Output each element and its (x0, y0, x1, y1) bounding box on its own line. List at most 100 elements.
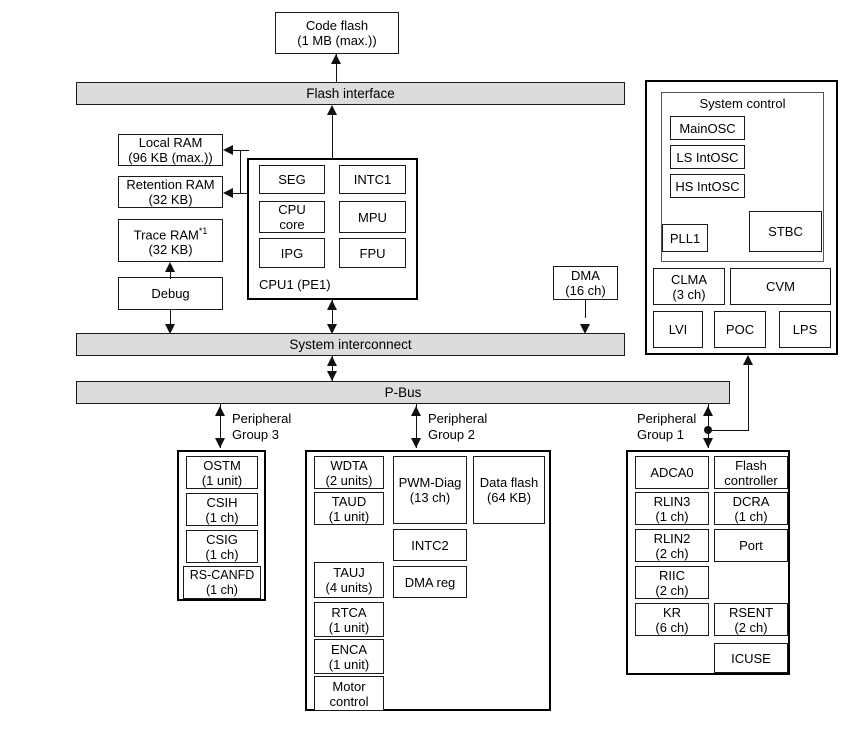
block-code-flash-line2: (1 MB (max.)) (297, 33, 377, 48)
block-enca[interactable]: ENCA (1 unit) (314, 639, 384, 674)
bus-flash-interface[interactable]: Flash interface (76, 82, 625, 105)
block-riic-line1: RIIC (659, 567, 685, 583)
arrowhead-down-group3 (215, 438, 225, 448)
block-rtca-line2: (1 unit) (328, 619, 370, 635)
block-cvm[interactable]: CVM (730, 268, 831, 305)
block-debug-line1: Debug (151, 286, 190, 301)
arrowhead-up-flash-interface (327, 105, 337, 115)
block-mpu[interactable]: MPU (339, 201, 406, 233)
block-ostm-line2: (1 unit) (201, 472, 243, 488)
block-wdta[interactable]: WDTA (2 units) (314, 456, 384, 489)
block-ls-intosc[interactable]: LS IntOSC (670, 145, 745, 169)
connector-system-interconnect-to-pbus (332, 356, 333, 381)
block-pwm-diag[interactable]: PWM-Diag (13 ch) (393, 456, 467, 524)
block-data-flash[interactable]: Data flash (64 KB) (473, 456, 545, 524)
block-lvi[interactable]: LVI (653, 311, 703, 348)
arrowhead-down-group1 (703, 438, 713, 448)
block-adca0-label: ADCA0 (650, 465, 694, 480)
block-local-ram[interactable]: Local RAM (96 KB (max.)) (118, 134, 223, 166)
block-rsent[interactable]: RSENT (2 ch) (714, 603, 788, 636)
block-rlin2-line1: RLIN2 (653, 530, 691, 546)
block-port-label: Port (739, 538, 763, 553)
block-local-ram-line1: Local RAM (138, 135, 203, 150)
block-mpu-label: MPU (358, 209, 387, 225)
connector-cpu-ram-stub-mid (233, 193, 249, 194)
block-riic[interactable]: RIIC (2 ch) (635, 566, 709, 599)
block-tauj-line2: (4 units) (325, 580, 373, 595)
block-pwm-diag-line2: (13 ch) (409, 490, 451, 505)
label-peripheral-group-2-line1: Peripheral (428, 411, 488, 426)
block-tauj[interactable]: TAUJ (4 units) (314, 562, 384, 598)
block-rs-canfd[interactable]: RS-CANFD (1 ch) (183, 566, 261, 599)
block-rtca[interactable]: RTCA (1 unit) (314, 602, 384, 637)
block-seg[interactable]: SEG (259, 165, 325, 194)
block-ipg[interactable]: IPG (259, 238, 325, 268)
bus-p-bus[interactable]: P-Bus (76, 381, 730, 404)
arrowhead-left-local-ram (223, 145, 233, 155)
block-clma-line2: (3 ch) (672, 286, 706, 302)
block-trace-ram-line2: (32 KB) (148, 242, 193, 258)
block-retention-ram[interactable]: Retention RAM (32 KB) (118, 176, 223, 208)
block-intc1[interactable]: INTC1 (339, 165, 406, 194)
block-adca0[interactable]: ADCA0 (635, 456, 709, 489)
connector-syscontrol-riser (748, 365, 749, 430)
bus-system-interconnect[interactable]: System interconnect (76, 333, 625, 356)
block-csih[interactable]: CSIH (1 ch) (186, 493, 258, 526)
block-csih-line2: (1 ch) (205, 509, 239, 525)
connector-debug-to-system-interconnect (170, 310, 171, 327)
block-lps[interactable]: LPS (779, 311, 831, 348)
label-peripheral-group-1-line2: Group 1 (637, 427, 684, 442)
block-port[interactable]: Port (714, 529, 788, 562)
label-peripheral-group-3-line2: Group 3 (232, 427, 279, 442)
block-taud[interactable]: TAUD (1 unit) (314, 492, 384, 525)
block-poc-label: POC (725, 322, 755, 337)
block-kr[interactable]: KR (6 ch) (635, 603, 709, 636)
label-peripheral-group-3-line1: Peripheral (232, 411, 292, 426)
block-dma[interactable]: DMA (16 ch) (553, 266, 618, 300)
connector-cpu-to-flash-interface (332, 115, 333, 159)
block-poc[interactable]: POC (714, 311, 766, 348)
block-hs-intosc[interactable]: HS IntOSC (670, 174, 745, 198)
bus-p-bus-label: P-Bus (384, 385, 422, 400)
label-peripheral-group-1: Peripheral Group 1 (637, 411, 696, 443)
block-trace-ram[interactable]: Trace RAM*1 (32 KB) (118, 219, 223, 262)
block-rs-canfd-line1: RS-CANFD (189, 567, 255, 582)
block-fpu[interactable]: FPU (339, 238, 406, 268)
block-mainosc[interactable]: MainOSC (670, 116, 745, 140)
block-flash-controller[interactable]: Flash controller (714, 456, 788, 489)
block-cpu-core[interactable]: CPU core (259, 201, 325, 233)
arrowhead-up-cpu1 (327, 300, 337, 310)
block-wdta-line2: (2 units) (325, 472, 373, 488)
block-clma-line1: CLMA (670, 271, 708, 287)
block-dma-reg[interactable]: DMA reg (393, 566, 467, 598)
block-flash-controller-line1: Flash (735, 457, 767, 473)
connector-cpu-ram-stub-top (233, 150, 249, 151)
arrowhead-left-retention-ram (223, 188, 233, 198)
block-pll1[interactable]: PLL1 (662, 224, 708, 252)
block-ostm-line1: OSTM (203, 457, 241, 473)
block-taud-line2: (1 unit) (328, 508, 370, 524)
block-dcra[interactable]: DCRA (1 ch) (714, 492, 788, 525)
block-lps-label: LPS (792, 322, 818, 337)
block-clma[interactable]: CLMA (3 ch) (653, 268, 725, 305)
block-intc2[interactable]: INTC2 (393, 529, 467, 561)
block-trace-ram-line1: Trace RAM*1 (133, 225, 208, 243)
block-dcra-line2: (1 ch) (734, 508, 768, 524)
block-code-flash[interactable]: Code flash (1 MB (max.)) (275, 12, 399, 54)
block-debug[interactable]: Debug (118, 277, 223, 310)
block-enca-line2: (1 unit) (328, 656, 370, 672)
block-icuse[interactable]: ICUSE (714, 643, 788, 673)
connector-debug-to-trace-ram (170, 271, 171, 279)
block-rlin2[interactable]: RLIN2 (2 ch) (635, 529, 709, 562)
block-dma-reg-label: DMA reg (404, 574, 456, 590)
block-rlin3[interactable]: RLIN3 (1 ch) (635, 492, 709, 525)
block-dma-line2: (16 ch) (565, 283, 606, 298)
block-motor-control[interactable]: Motor control (314, 676, 384, 711)
block-ls-intosc-label: LS IntOSC (676, 149, 739, 165)
arrowhead-up-pbus-group2 (411, 406, 421, 416)
block-csig[interactable]: CSIG (1 ch) (186, 530, 258, 563)
block-rlin3-line1: RLIN3 (653, 493, 691, 509)
block-stbc[interactable]: STBC (749, 211, 822, 252)
block-ostm[interactable]: OSTM (1 unit) (186, 456, 258, 489)
